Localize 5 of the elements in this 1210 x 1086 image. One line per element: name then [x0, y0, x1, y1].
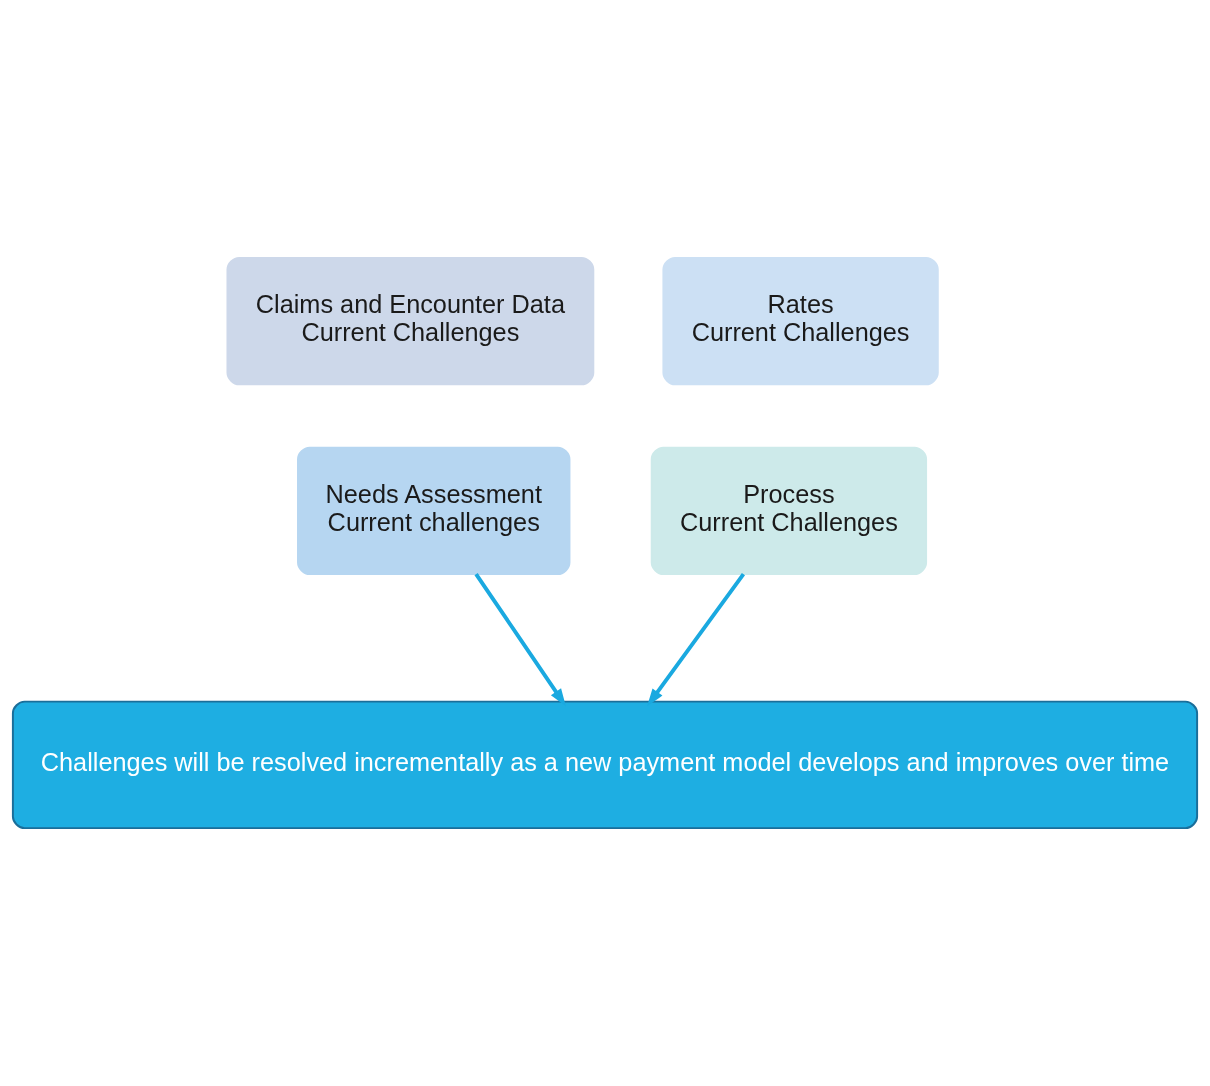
node-box: Needs Assessment Current challenges: [297, 446, 571, 576]
node-box: Challenges will be resolved incrementally as a new payment model develops and improves over time: [11, 700, 1199, 830]
node-box: Claims and Encounter Data Current Challenges: [226, 256, 595, 386]
node-box: Rates Current Challenges: [662, 256, 939, 386]
node-box: Process Current Challenges: [650, 446, 928, 576]
